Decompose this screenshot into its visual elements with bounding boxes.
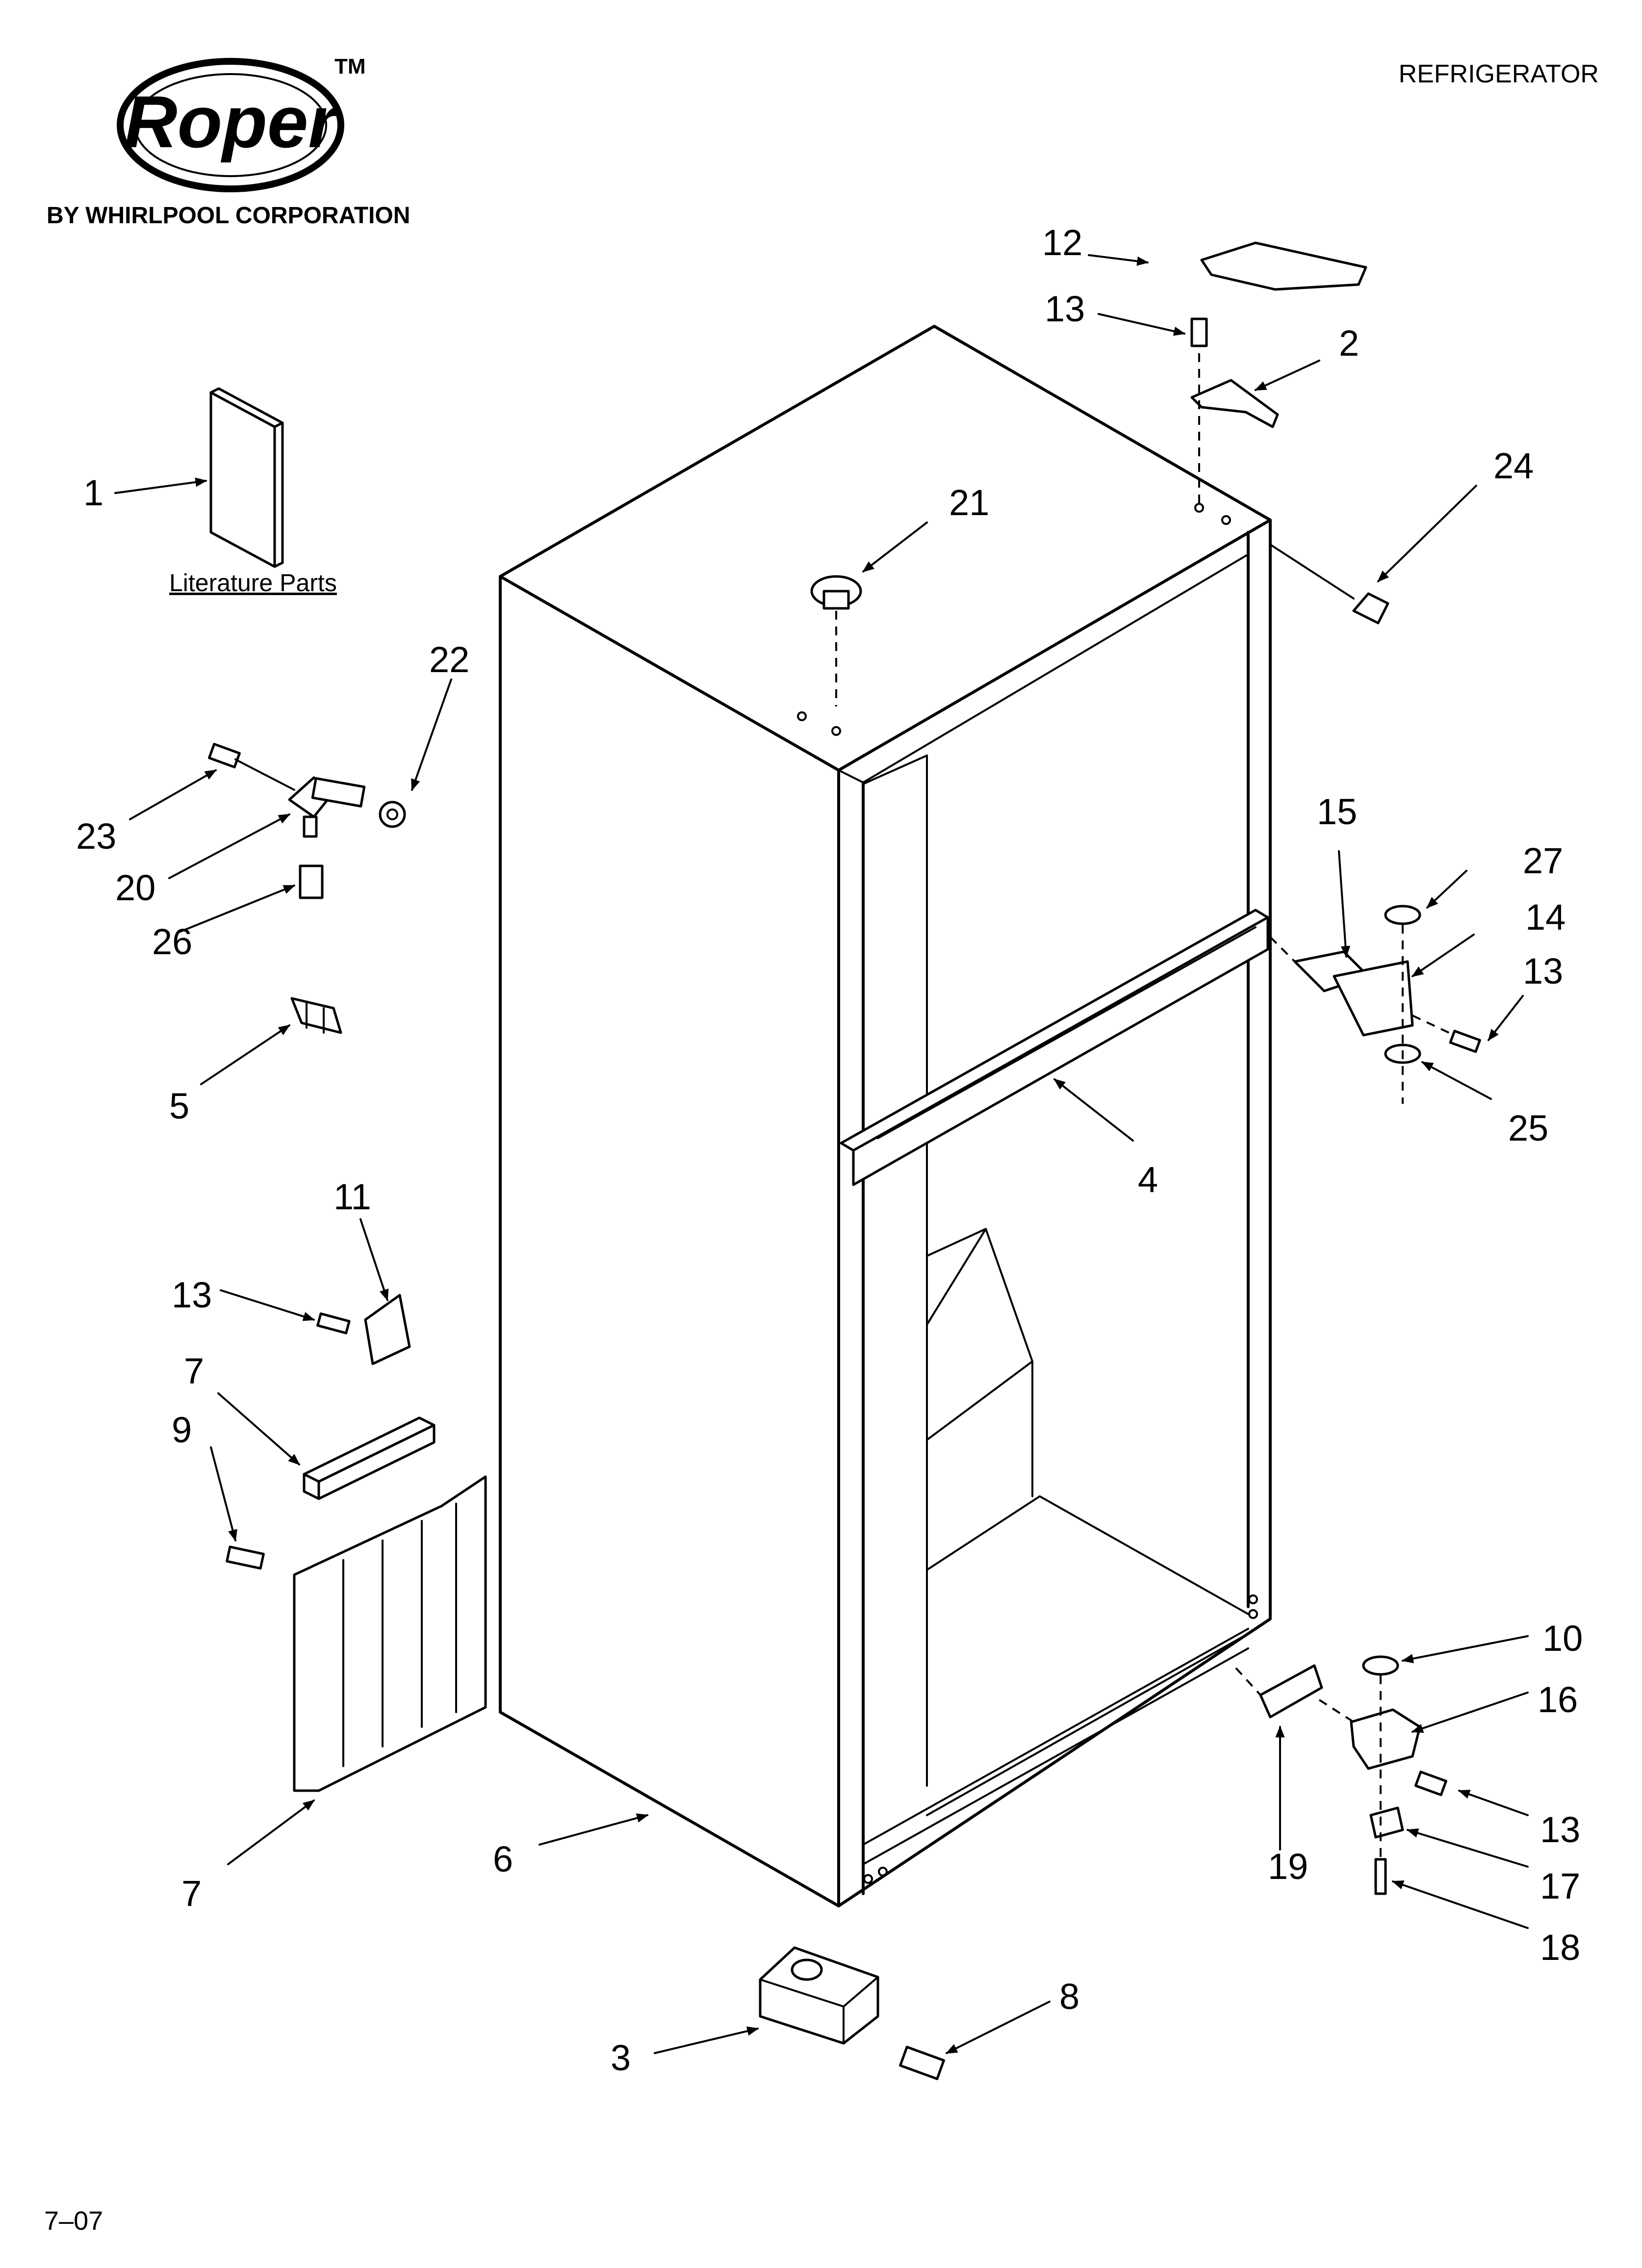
callout-18: 18 [1540, 1927, 1580, 1968]
callout-3: 3 [611, 2037, 631, 2078]
callout-22: 22 [429, 639, 469, 680]
clip [290, 997, 342, 1034]
callout-7-grille: 7 [181, 1873, 202, 1914]
callout-7-strip: 7 [184, 1351, 204, 1391]
callout-26: 26 [152, 921, 192, 962]
callout-13-bottom: 13 [1540, 1809, 1580, 1850]
callout-20: 20 [115, 867, 155, 908]
callout-16: 16 [1538, 1679, 1578, 1720]
literature-label: Literature Parts [169, 569, 337, 597]
ground-bracket [316, 1294, 411, 1365]
callout-25: 25 [1508, 1108, 1548, 1148]
hinge-cover [1200, 241, 1367, 291]
seal-strip [303, 1416, 436, 1500]
brand-subtitle: BY WHIRLPOOL CORPORATION [47, 203, 410, 229]
callout-2: 2 [1339, 323, 1359, 364]
callout-4: 4 [1138, 1159, 1158, 1200]
date-code: 7–07 [44, 2206, 103, 2236]
section-title: REFRIGERATOR [1399, 60, 1599, 88]
trademark-symbol: TM [334, 54, 366, 78]
hinge-pin-cap [1269, 544, 1389, 625]
shim [1235, 1664, 1355, 1723]
front-roller [759, 1946, 945, 2080]
callout-17: 17 [1540, 1866, 1580, 1906]
callout-14: 14 [1525, 897, 1565, 938]
leader-lines [114, 254, 1529, 2054]
callout-15: 15 [1317, 791, 1357, 832]
callout-24: 24 [1493, 445, 1534, 486]
callout-13-top: 13 [1045, 288, 1085, 329]
divider-rail [840, 909, 1269, 1186]
callout-8: 8 [1059, 1976, 1079, 2017]
callout-27: 27 [1523, 840, 1563, 881]
plug-button [810, 575, 862, 706]
center-hinge [1269, 905, 1481, 1104]
callout-13-left: 13 [172, 1275, 212, 1315]
callout-6: 6 [493, 1839, 513, 1879]
callout-5: 5 [169, 1086, 189, 1126]
callout-21: 21 [949, 482, 989, 523]
cabinet [499, 325, 1272, 1907]
bottom-hinge [1350, 1655, 1447, 1895]
callout-11: 11 [334, 1176, 371, 1217]
callout-1: 1 [83, 472, 103, 513]
toe-grille [226, 1475, 487, 1792]
callout-13-center: 13 [1523, 951, 1563, 991]
callout-12: 12 [1042, 222, 1082, 263]
roller-assembly [207, 743, 406, 899]
logo-wordmark: Roper [124, 80, 340, 163]
callout-10: 10 [1542, 1618, 1583, 1659]
callout-numbers: 12 13 2 24 1 21 22 23 20 26 5 15 27 14 1… [76, 222, 1583, 2078]
callout-23: 23 [76, 816, 116, 857]
callout-9: 9 [172, 1409, 192, 1450]
roper-logo: Roper TM [117, 54, 366, 192]
top-hinge [1190, 317, 1279, 510]
callout-19: 19 [1268, 1846, 1308, 1887]
literature-booklet [209, 387, 284, 568]
